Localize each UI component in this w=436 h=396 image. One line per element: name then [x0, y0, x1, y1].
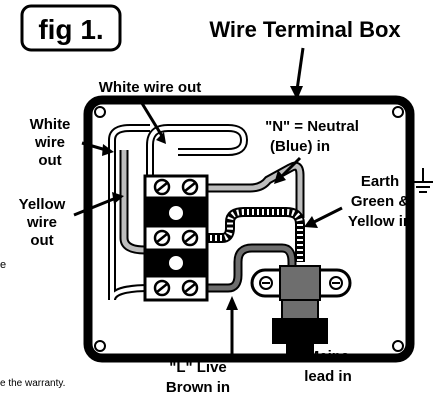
- label-yellow-wire-out-1: Yellow: [19, 196, 66, 213]
- label-white-wire-out-top: White wire out: [99, 79, 202, 96]
- label-yellow-wire-out-2: wire: [26, 214, 57, 231]
- white-wire-out: [148, 126, 247, 185]
- title-pointer-arrowhead: [290, 86, 303, 100]
- label-live-1: "L" Live: [169, 359, 227, 376]
- label-neutral-2: (Blue) in: [270, 138, 330, 155]
- yellow-wire-out: [121, 150, 146, 253]
- pointer-line: [138, 99, 164, 137]
- label-white-wire-out-left-3: out: [38, 152, 61, 169]
- label-white-wire-out-left-1: White: [30, 116, 71, 133]
- white-wire-corner: [110, 126, 150, 141]
- pointer-arrowhead: [102, 144, 114, 156]
- terminal-screw-icon: [181, 229, 199, 247]
- terminal-screw-icon: [153, 279, 171, 297]
- terminal-box-frame: [83, 95, 415, 363]
- pointer-arrowhead: [226, 296, 238, 310]
- live-wire: [205, 245, 295, 291]
- pointer-line: [313, 206, 343, 224]
- box-corner-screw-icon: [392, 340, 404, 352]
- label-earth-3: Yellow in: [348, 213, 412, 230]
- yellow-wire-out-outline: [119, 150, 146, 255]
- pointer-arrowhead: [274, 170, 286, 184]
- box-corner-screw-icon: [94, 106, 106, 118]
- label-neutral-1: "N" = Neutral: [265, 118, 359, 135]
- cable-clamp: [250, 265, 352, 301]
- page-fragment-bottom: e the warranty.: [0, 378, 65, 389]
- pointer-arrowhead: [156, 132, 166, 144]
- mains-lead-grommet: [272, 299, 328, 360]
- pointer-line: [73, 196, 117, 217]
- label-mains-2: lead in: [304, 368, 352, 385]
- pointer-line: [280, 156, 302, 178]
- block-mount-screw-icon: [167, 254, 185, 272]
- label-earth-2: Green &: [351, 193, 410, 210]
- pointer-arrowhead: [112, 192, 124, 204]
- label-yellow-wire-out-3: out: [30, 232, 53, 249]
- terminal-screw-icon: [153, 178, 171, 196]
- label-live-2: Brown in: [166, 379, 230, 396]
- page-fragment-left: e: [0, 259, 6, 271]
- earth-wire: [205, 209, 303, 262]
- pointer-line: [81, 141, 107, 152]
- terminal-screw-icon: [153, 229, 171, 247]
- label-white-wire-out-left-2: wire: [34, 134, 65, 151]
- label-mains-1: Mains: [307, 348, 350, 365]
- diagram-title: Wire Terminal Box: [209, 17, 401, 42]
- earth-ground-icon: [413, 168, 433, 193]
- terminal-block: [143, 174, 209, 302]
- box-corner-screw-icon: [94, 340, 106, 352]
- label-earth-1: Earth: [361, 173, 399, 190]
- terminal-screw-icon: [181, 178, 199, 196]
- block-mount-screw-icon: [167, 204, 185, 222]
- terminal-screw-icon: [181, 279, 199, 297]
- white-wire-left: [110, 140, 151, 301]
- fig-tag: fig 1.: [38, 14, 103, 45]
- box-corner-screw-icon: [392, 106, 404, 118]
- earth-wire-outline: [205, 207, 305, 262]
- fig-tag-box: [20, 4, 122, 52]
- title-pointer-line: [295, 47, 305, 91]
- pointer-arrowhead: [304, 216, 318, 228]
